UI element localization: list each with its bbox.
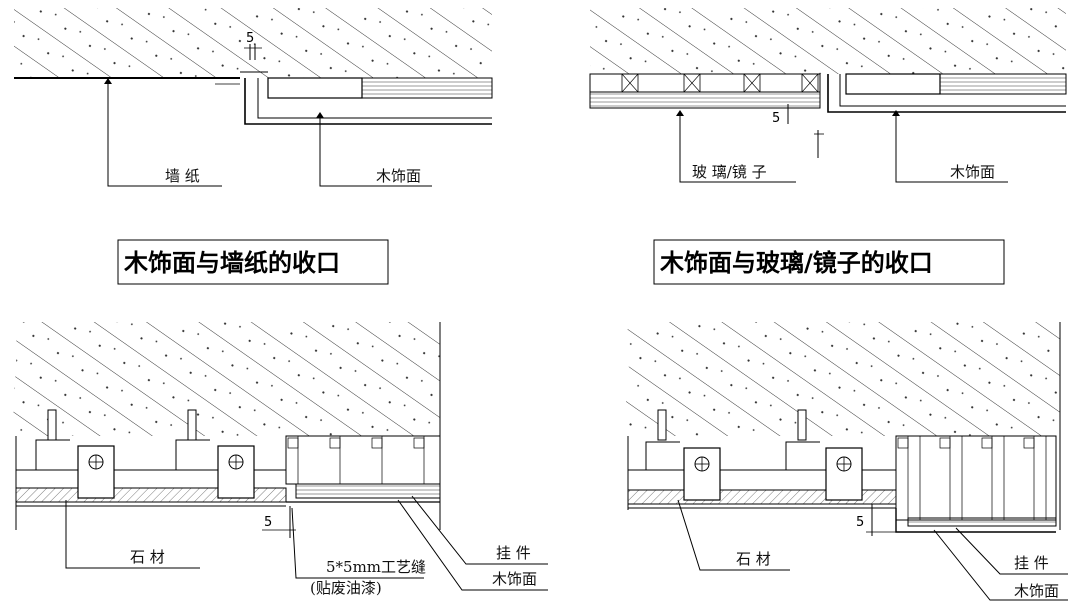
stone-hanger-clip [77,445,255,499]
title-wallpaper-junction: 木饰面与墙纸的收口 [123,249,340,277]
panel-stone-wood-joint: 5 石 材 5*5mm工艺缝 (贴废油漆) 挂 件 木饰面 [13,322,548,597]
leader-joint: 5*5mm工艺缝 (贴废油漆) [291,507,426,597]
dimension-value: 5 [246,31,254,46]
leader-hanger: 挂 件 [955,527,1068,575]
glass-mirror-layer [589,73,821,109]
concrete-wall [14,8,492,79]
leader-wood-panel: 木饰面 [316,112,432,187]
leader-hanger: 挂 件 [411,495,548,565]
leader-wood-panel: 木饰面 [892,110,1008,183]
leader-wallpaper: 墙 纸 [104,78,222,187]
dimension-value: 5 [772,111,780,126]
label-craft-joint: 5*5mm工艺缝 [326,558,426,576]
dimension-mark: 5 [772,104,824,158]
panel-wallpaper-junction: 5 墙 纸 木饰面 木饰面与墙纸的收口 [14,8,493,285]
dimension-value: 5 [856,515,864,530]
label-wallpaper: 墙 纸 [165,167,200,185]
concrete-wall [590,8,1066,74]
dimension-value: 5 [264,515,272,530]
label-wood-panel: 木饰面 [1014,582,1059,600]
dimension-mark: 5 [215,31,262,85]
leader-glass: 玻 璃/镜 子 [676,110,796,183]
label-stone: 石 材 [130,548,165,566]
label-wood-panel: 木饰面 [492,570,537,588]
anchor-bolt [645,409,820,470]
label-hanger: 挂 件 [496,544,531,562]
label-wood-panel: 木饰面 [950,163,995,181]
title-glass-junction: 木饰面与玻璃/镜子的收口 [659,249,933,277]
wood-panel [240,71,493,125]
leader-stone: 石 材 [65,500,200,569]
panel-glass-junction: 5 玻 璃/镜 子 木饰面 木饰面与玻璃/镜子的收口 [589,8,1067,285]
wood-frame [895,435,1057,533]
label-stone: 石 材 [736,550,771,568]
leader-wood-panel: 木饰面 [397,499,548,591]
wood-frame [285,435,441,503]
label-wood-panel: 木饰面 [376,167,421,185]
stone-hanger-clip [683,447,863,501]
title-box-glass: 木饰面与玻璃/镜子的收口 [653,239,1005,285]
label-joint-note: (贴废油漆) [310,579,382,597]
anchor-bolt [35,409,210,470]
title-box-wallpaper: 木饰面与墙纸的收口 [117,239,389,285]
label-hanger: 挂 件 [1014,554,1049,572]
label-glass-mirror: 玻 璃/镜 子 [692,163,767,181]
panel-stone-wood-corner: 5 石 材 挂 件 木饰面 [625,322,1068,601]
wood-panel [827,73,1067,113]
dimension-mark: 5 [262,506,296,538]
leader-wood-panel: 木饰面 [933,529,1068,601]
leader-stone: 石 材 [677,499,790,571]
dimension-mark: 5 [856,504,896,536]
